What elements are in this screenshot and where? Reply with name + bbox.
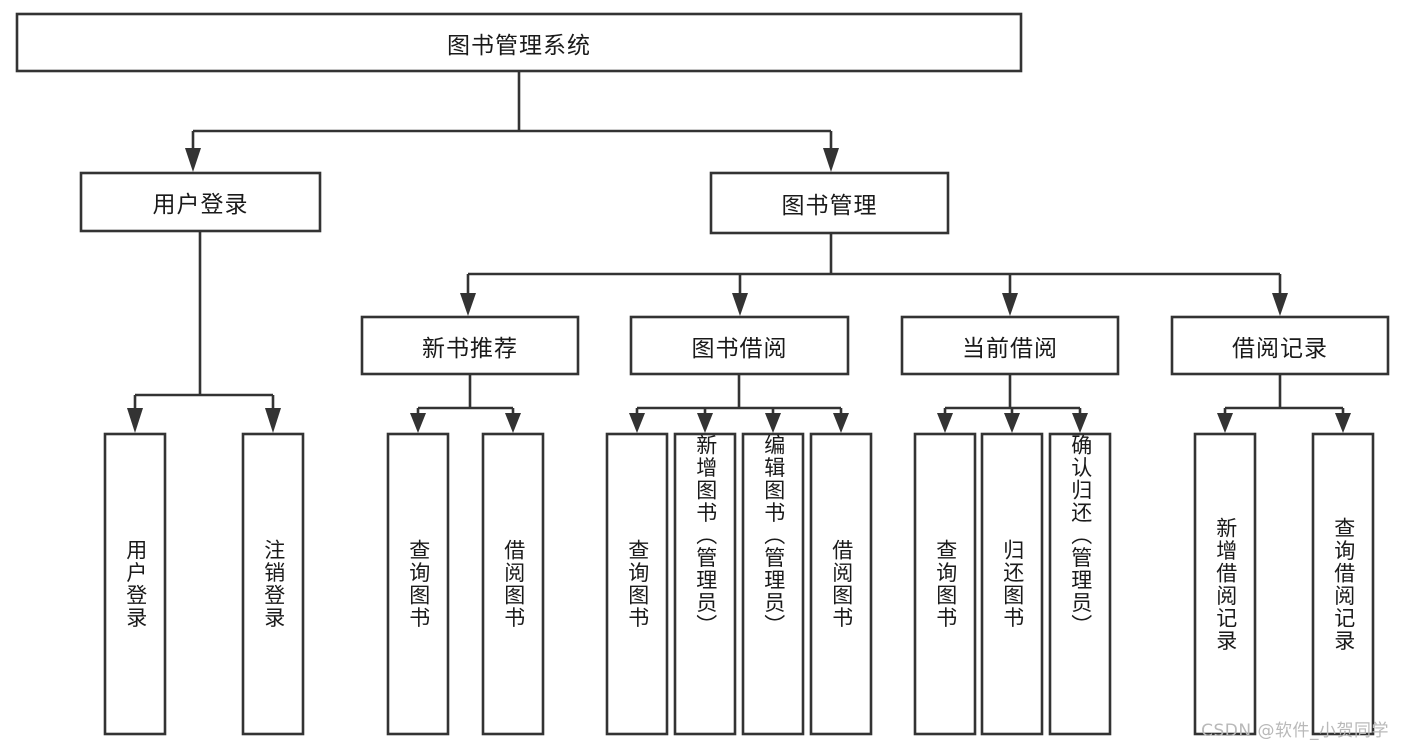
connector-userlogin-to-leaves [127,231,281,433]
leaf-box-return-book[interactable] [980,432,1044,736]
leaf-box-query-book-1[interactable] [386,432,450,736]
leaf-box-query-book-2[interactable] [605,432,669,736]
connector-bookborrow-to-leaves [629,374,849,433]
leaf-box-add-book[interactable] [673,432,737,736]
leaf-box-borrow-book-2[interactable] [809,432,873,736]
node-current-borrow[interactable] [900,315,1120,376]
leaf-box-edit-book[interactable] [741,432,805,736]
node-borrow-record[interactable] [1170,315,1390,376]
leaf-box-query-book-3[interactable] [913,432,977,736]
leaf-box-add-record[interactable] [1193,432,1257,736]
connector-root-to-level2 [185,71,839,172]
node-book-manage[interactable] [709,171,950,235]
node-user-login[interactable] [79,171,322,233]
leaf-box-query-record[interactable] [1311,432,1375,736]
leaf-box-confirm-return[interactable] [1048,432,1112,736]
connector-currentborrow-to-leaves [937,374,1088,433]
leaf-box-user-logout[interactable] [241,432,305,736]
leaf-box-user-login[interactable] [103,432,167,736]
node-book-borrow[interactable] [629,315,850,376]
node-new-book-recommend[interactable] [360,315,580,376]
leaf-box-borrow-book-1[interactable] [481,432,545,736]
connector-newbook-to-leaves [410,374,521,433]
connector-bookmanage-to-level3 [460,233,1288,316]
connector-borrowrecord-to-leaves [1217,374,1351,433]
node-root[interactable] [15,12,1023,73]
